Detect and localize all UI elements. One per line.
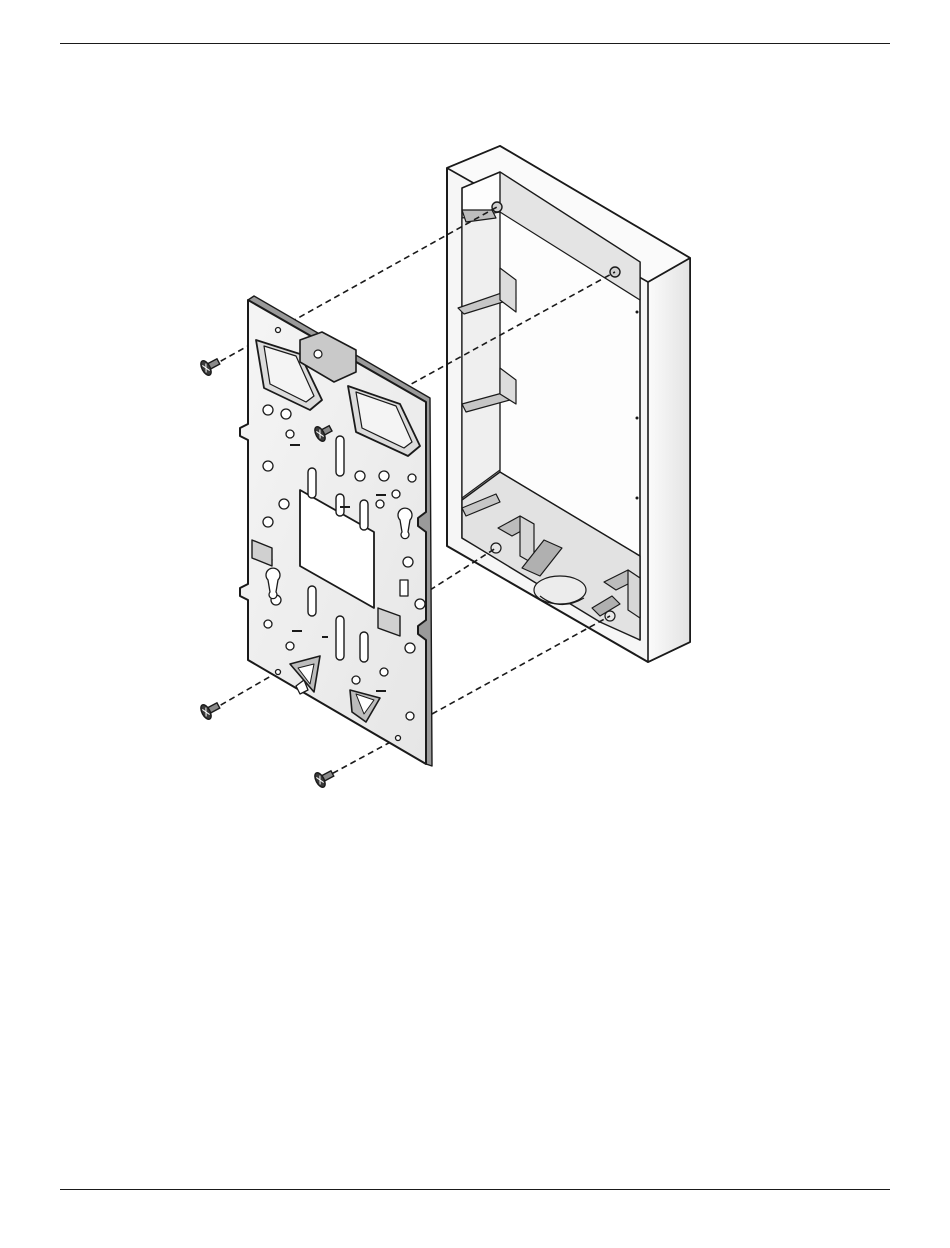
screw-bottom-icon bbox=[313, 766, 336, 789]
mounting-box bbox=[447, 146, 690, 662]
footer-rule bbox=[60, 1189, 890, 1190]
box-boss-top-left bbox=[492, 202, 502, 212]
screw-top-left-icon bbox=[199, 354, 222, 377]
guide-bottom-right bbox=[432, 616, 610, 714]
box-right-side bbox=[648, 258, 690, 662]
guide-screw-bottom-left bbox=[212, 672, 278, 710]
mounting-plate bbox=[240, 296, 432, 766]
guide-screw-bottom bbox=[324, 738, 398, 778]
screw-bottom-left-icon bbox=[199, 698, 222, 721]
